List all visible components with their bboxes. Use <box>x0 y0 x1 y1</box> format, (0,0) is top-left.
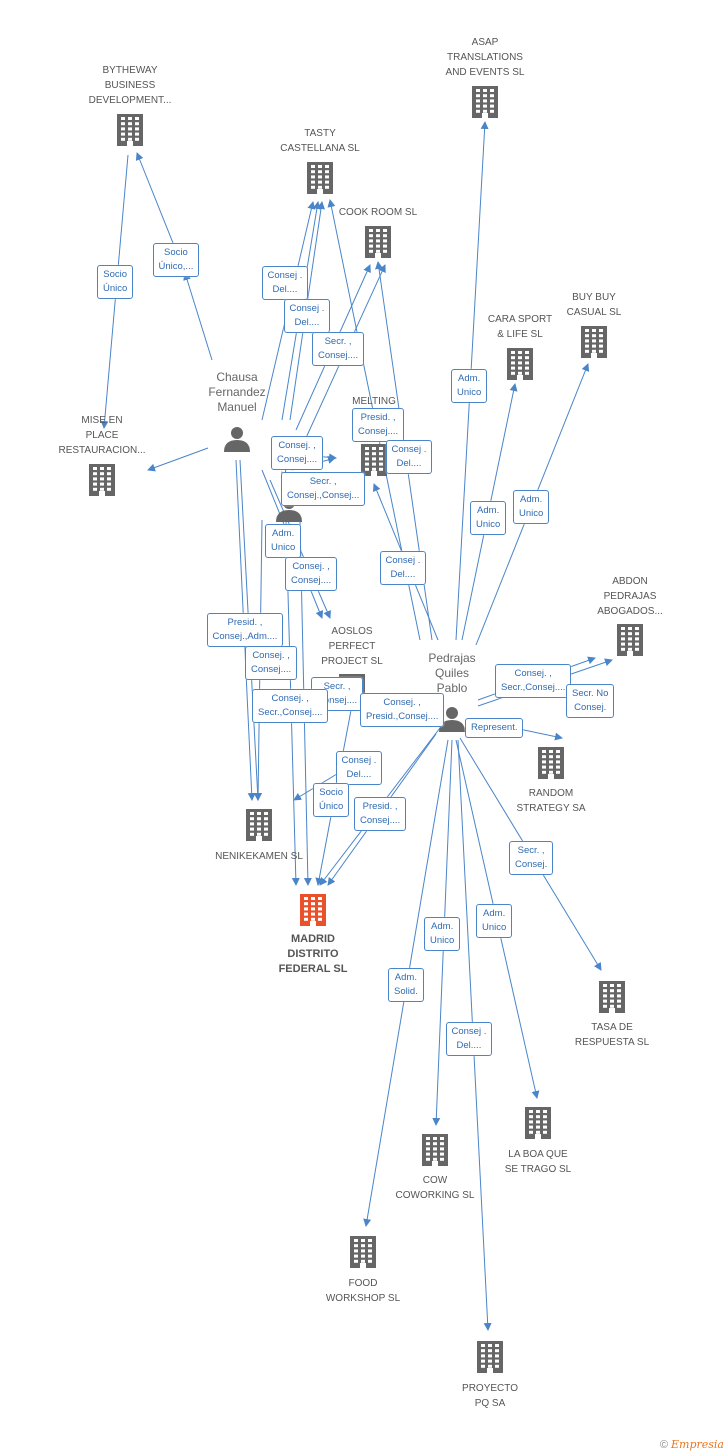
building-icon[interactable] <box>477 1341 503 1373</box>
role-box[interactable]: Presid. , Consej.... <box>352 408 405 442</box>
role-box[interactable]: Secr. , Consej. <box>509 841 554 875</box>
company-label-cow[interactable]: COW COWORKING SL <box>395 1175 475 1201</box>
role-box[interactable]: Adm. Unico <box>470 501 507 535</box>
building-icon[interactable] <box>246 809 272 841</box>
company-label-abdon[interactable]: ABDON PEDRAJAS ABOGADOS... <box>597 576 663 617</box>
role-box[interactable]: Secr. No Consej. <box>566 684 615 718</box>
company-label-laboa[interactable]: LA BOA QUE SE TRAGO SL <box>504 1149 572 1175</box>
role-box[interactable]: Adm. Unico <box>424 917 461 951</box>
role-box[interactable]: Consej. , Consej.... <box>245 646 298 680</box>
company-label-tasa[interactable]: TASA DE RESPUESTA SL <box>574 1022 650 1048</box>
building-icon[interactable] <box>617 624 643 656</box>
building-icon[interactable] <box>365 226 391 258</box>
company-label-tasty[interactable]: TASTY CASTELLANA SL <box>280 128 360 154</box>
company-label-madrid[interactable]: MADRID DISTRITO FEDERAL SL <box>278 933 348 975</box>
role-box[interactable]: Consej . Del.... <box>385 440 433 474</box>
role-box[interactable]: Socio Único <box>313 783 350 817</box>
role-box[interactable]: Socio Único <box>97 265 134 299</box>
company-label-nenikekamen[interactable]: NENIKEKAMEN SL <box>215 851 303 862</box>
role-box[interactable]: Consej . Del.... <box>261 266 309 300</box>
role-box[interactable]: Consej . Del.... <box>379 551 427 585</box>
person-label-chausa[interactable]: Chausa Fernandez Manuel <box>208 370 266 414</box>
building-icon[interactable] <box>117 114 143 146</box>
role-box[interactable]: Consej. , Consej.... <box>271 436 324 470</box>
brand-name: Empresia <box>671 1438 724 1451</box>
role-box[interactable]: Adm. Unico <box>451 369 488 403</box>
building-icon[interactable] <box>525 1107 551 1139</box>
edge-line <box>147 447 209 472</box>
nodes <box>89 86 643 1373</box>
building-icon[interactable] <box>472 86 498 118</box>
role-box[interactable]: Secr. , Consej.... <box>312 332 365 366</box>
role-box[interactable]: Consej . Del.... <box>283 299 331 333</box>
person-icon[interactable] <box>224 427 250 452</box>
company-label-buybuy[interactable]: BUY BUY CASUAL SL <box>566 292 622 318</box>
company-label-mise[interactable]: MISE EN PLACE RESTAURACION... <box>58 415 146 456</box>
role-box[interactable]: Adm. Unico <box>265 524 302 558</box>
role-box[interactable]: Represent. <box>465 718 524 738</box>
role-box[interactable]: Consej. , Secr.,Consej.... <box>495 664 572 698</box>
company-label-proyecto[interactable]: PROYECTO PQ SA <box>462 1383 518 1409</box>
company-label-bytheway[interactable]: BYTHEWAY BUSINESS DEVELOPMENT... <box>88 65 172 106</box>
role-box[interactable]: Consej . Del.... <box>445 1022 493 1056</box>
building-icon[interactable] <box>581 326 607 358</box>
company-label-aoslos[interactable]: AOSLOS PERFECT PROJECT SL <box>321 626 383 667</box>
company-label-food[interactable]: FOOD WORKSHOP SL <box>325 1278 401 1304</box>
role-box[interactable]: Socio Único,... <box>152 243 200 277</box>
role-box[interactable]: Consej . Del.... <box>335 751 383 785</box>
building-icon[interactable] <box>350 1236 376 1268</box>
role-box[interactable]: Adm. Unico <box>476 904 513 938</box>
company-label-carasport[interactable]: CARA SPORT & LIFE SL <box>487 314 553 340</box>
building-icon[interactable] <box>307 162 333 194</box>
copyright-symbol: © <box>659 1439 668 1451</box>
role-box[interactable]: Adm. Solid. <box>388 968 424 1002</box>
building-icon[interactable] <box>361 444 387 476</box>
edge-line <box>183 272 213 361</box>
company-label-random[interactable]: RANDOM STRATEGY SA <box>516 788 586 814</box>
role-box[interactable]: Adm. Unico <box>513 490 550 524</box>
company-label-cookroom[interactable]: COOK ROOM SL <box>338 207 418 218</box>
role-box[interactable]: Presid. , Consej.,Adm.... <box>206 613 284 647</box>
building-icon[interactable] <box>300 894 326 926</box>
role-box[interactable]: Consej. , Presid.,Consej.... <box>360 693 445 727</box>
role-box[interactable]: Secr. , Consej.,Consej... <box>281 472 366 506</box>
role-box[interactable]: Consej. , Secr.,Consej.... <box>252 689 329 723</box>
role-box[interactable]: Presid. , Consej.... <box>354 797 407 831</box>
role-box[interactable]: Consej. , Consej.... <box>285 557 338 591</box>
building-icon[interactable] <box>422 1134 448 1166</box>
footer-brand: © Empresia <box>660 1438 724 1451</box>
company-label-asap[interactable]: ASAP TRANSLATIONS AND EVENTS SL <box>445 37 525 78</box>
building-icon[interactable] <box>599 981 625 1013</box>
person-icon[interactable] <box>439 707 465 732</box>
building-icon[interactable] <box>538 747 564 779</box>
building-icon[interactable] <box>89 464 115 496</box>
building-icon[interactable] <box>507 348 533 380</box>
person-label-pedrajas[interactable]: Pedrajas Quiles Pablo <box>428 651 476 695</box>
